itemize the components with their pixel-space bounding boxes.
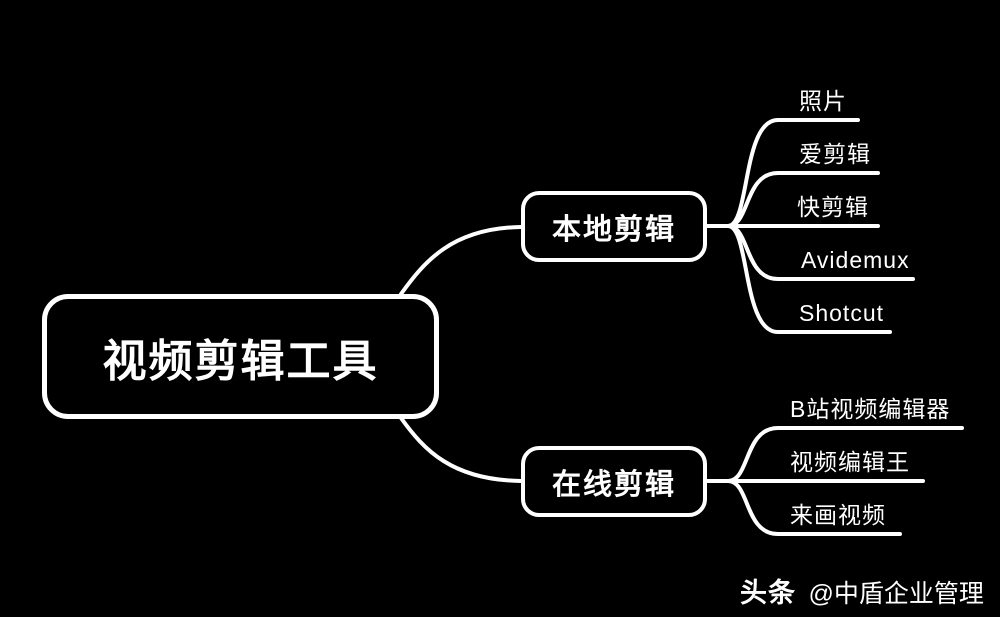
watermark-handle: @中盾企业管理 — [808, 580, 984, 608]
root-node-label: 视频剪辑工具 — [102, 336, 379, 386]
leaf-aijianji: 爱剪辑 — [799, 141, 871, 167]
leaf-shipinbianjiwang: 视频编辑王 — [790, 449, 910, 475]
branch-node-local: 本地剪辑 — [521, 191, 707, 262]
leaf-avidemux: Avidemux — [801, 247, 910, 273]
branch-node-online-label: 在线剪辑 — [551, 468, 676, 501]
leaf-laihuashipin: 来画视频 — [790, 502, 886, 528]
watermark: 头条 @中盾企业管理 — [740, 571, 984, 610]
edge-root-online — [399, 416, 523, 483]
branch-node-local-label: 本地剪辑 — [551, 213, 676, 246]
root-node: 视频剪辑工具 — [42, 294, 439, 419]
leaf-zhaopian: 照片 — [799, 88, 847, 114]
leaf-bzhan: B站视频编辑器 — [790, 396, 951, 422]
branch-node-online: 在线剪辑 — [521, 446, 707, 517]
edge-root-local — [399, 225, 523, 296]
watermark-brand: 头条 — [740, 578, 796, 608]
leaf-kuaijianji: 快剪辑 — [797, 194, 869, 220]
leaf-shotcut: Shotcut — [799, 300, 884, 326]
